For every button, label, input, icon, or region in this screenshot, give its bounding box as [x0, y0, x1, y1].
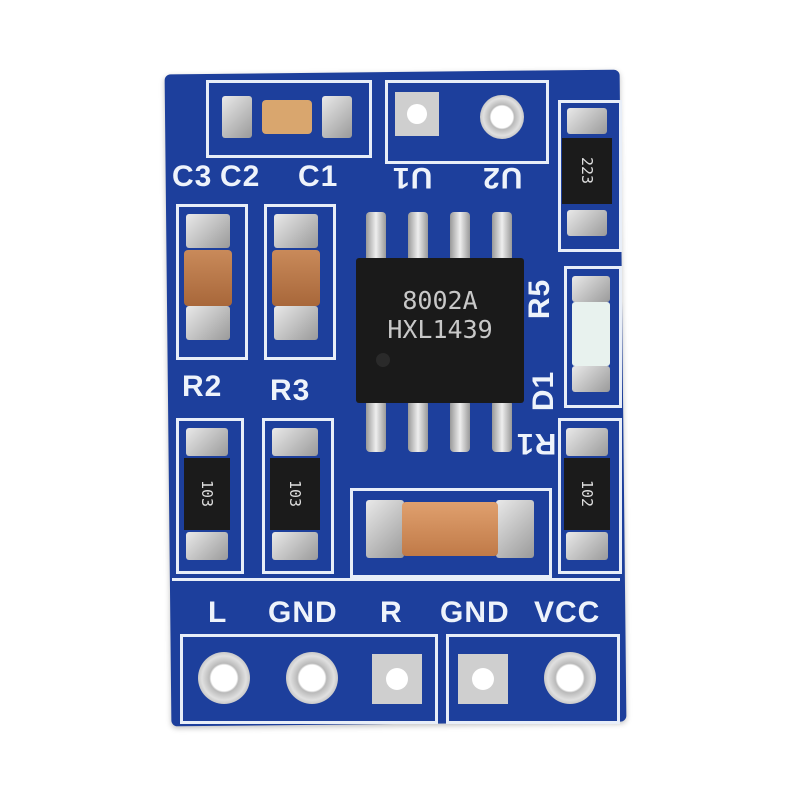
pad [222, 96, 252, 138]
label-l: L [208, 596, 228, 629]
label-c1: C1 [298, 160, 339, 193]
pad [572, 366, 610, 392]
capacitor-c3 [184, 250, 232, 306]
chip-pin [366, 212, 386, 264]
u-connector-outline [385, 80, 549, 164]
r2-outline [176, 204, 248, 360]
label-vcc: VCC [534, 596, 601, 629]
label-r5: R5 [523, 278, 557, 320]
chip-marking-2: HXL1439 [387, 315, 493, 344]
chip-pin [408, 400, 428, 452]
chip-pin [492, 400, 512, 452]
label-r2: R2 [182, 370, 223, 403]
pad [322, 96, 352, 138]
chip-pin [450, 212, 470, 264]
pad [366, 500, 404, 558]
pad-u1 [395, 92, 439, 136]
amplifier-chip: 8002A HXL1439 [356, 258, 524, 403]
pin-gnd-power [458, 654, 508, 704]
pad [272, 532, 318, 560]
pin-l [198, 652, 250, 704]
chip-pin [408, 212, 428, 264]
pad [274, 306, 318, 340]
pin-r [372, 654, 422, 704]
r-outline [176, 418, 244, 574]
pad [567, 210, 607, 236]
chip-pin [366, 400, 386, 452]
pad [572, 276, 610, 302]
capacitor-c2 [272, 250, 320, 306]
pad [496, 500, 534, 558]
c1-outline [206, 80, 372, 158]
pin1-dot [376, 353, 390, 367]
divider-line [172, 578, 620, 581]
r-outline [558, 100, 622, 252]
label-u2: U2 [482, 161, 523, 194]
pad-u2 [480, 95, 524, 139]
label-r1: R1 [516, 427, 557, 460]
pad [274, 214, 318, 248]
chip-pin [450, 400, 470, 452]
resistor-102: 102 [564, 458, 610, 530]
label-d1: D1 [527, 370, 561, 412]
pad [566, 532, 608, 560]
capacitor-c1 [262, 100, 312, 134]
label-r3: R3 [270, 374, 311, 407]
pad [272, 428, 318, 456]
pin-vcc [544, 652, 596, 704]
power-header-outline [446, 634, 620, 724]
pad [186, 428, 228, 456]
r-outline [558, 418, 622, 574]
d1-outline [564, 266, 622, 408]
bulk-cap-outline [350, 488, 552, 578]
label-gnd: GND [440, 596, 510, 629]
label-c2: C2 [220, 160, 261, 193]
resistor-223: 223 [562, 138, 612, 204]
chip-marking-1: 8002A [402, 286, 478, 315]
bulk-capacitor [402, 502, 498, 556]
pin-gnd [286, 652, 338, 704]
label-r: R [380, 596, 403, 629]
led-d1 [572, 302, 610, 366]
pad [186, 532, 228, 560]
input-header-outline [180, 634, 438, 724]
r-outline [262, 418, 334, 574]
label-gnd: GND [268, 596, 338, 629]
resistor-103: 103 [184, 458, 230, 530]
pad [186, 214, 230, 248]
label-c3: C3 [172, 160, 213, 193]
chip-pin [492, 212, 512, 264]
pad [186, 306, 230, 340]
pad [566, 428, 608, 456]
r3-outline [264, 204, 336, 360]
resistor-103: 103 [270, 458, 320, 530]
pad [567, 108, 607, 134]
label-u1: U1 [392, 161, 433, 194]
